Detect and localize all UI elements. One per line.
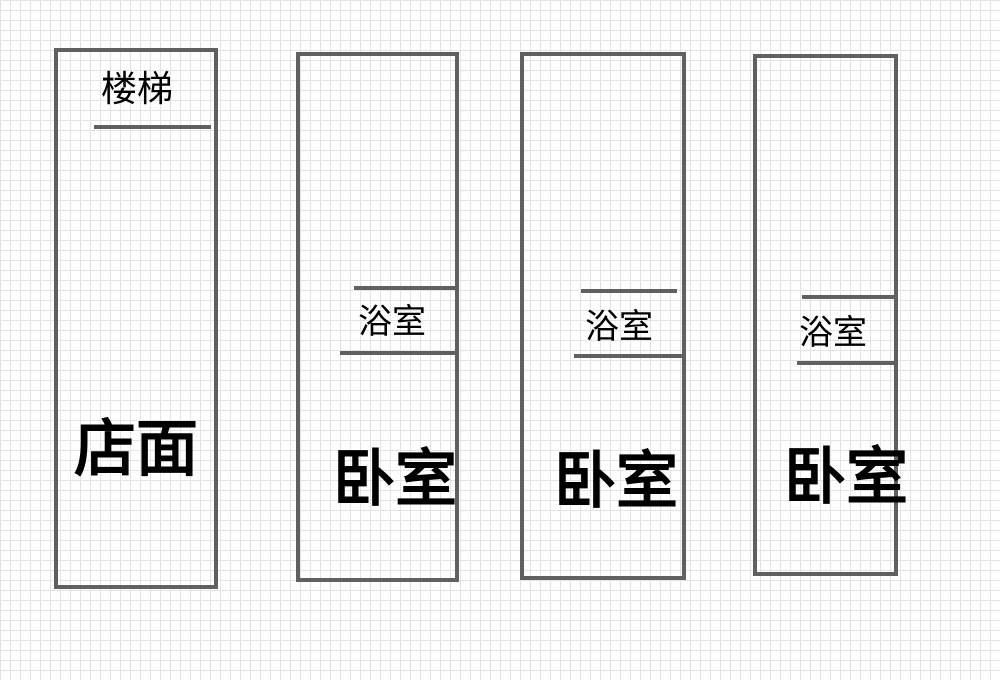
bathroom-top-wall-2	[581, 289, 677, 293]
shop-label: 店面	[74, 412, 199, 485]
stairs-divider	[94, 125, 211, 129]
bathroom-label-1: 浴室	[358, 302, 426, 342]
stairs-label: 楼梯	[101, 69, 174, 110]
bathroom-top-wall-1	[354, 286, 455, 290]
bedroom-room-3	[753, 54, 898, 576]
bedroom-label-1: 卧室	[333, 442, 458, 515]
shop-room	[54, 48, 218, 589]
bathroom-top-wall-3	[802, 295, 894, 299]
bathroom-bottom-wall-1	[340, 351, 455, 355]
bedroom-room-1	[296, 52, 459, 582]
bathroom-bottom-wall-3	[797, 361, 894, 365]
bedroom-label-2: 卧室	[554, 444, 679, 517]
bedroom-room-2	[520, 52, 686, 580]
bathroom-label-3: 浴室	[799, 313, 867, 353]
bathroom-label-2: 浴室	[585, 307, 653, 347]
bedroom-label-3: 卧室	[784, 440, 909, 513]
bathroom-bottom-wall-2	[574, 354, 682, 358]
